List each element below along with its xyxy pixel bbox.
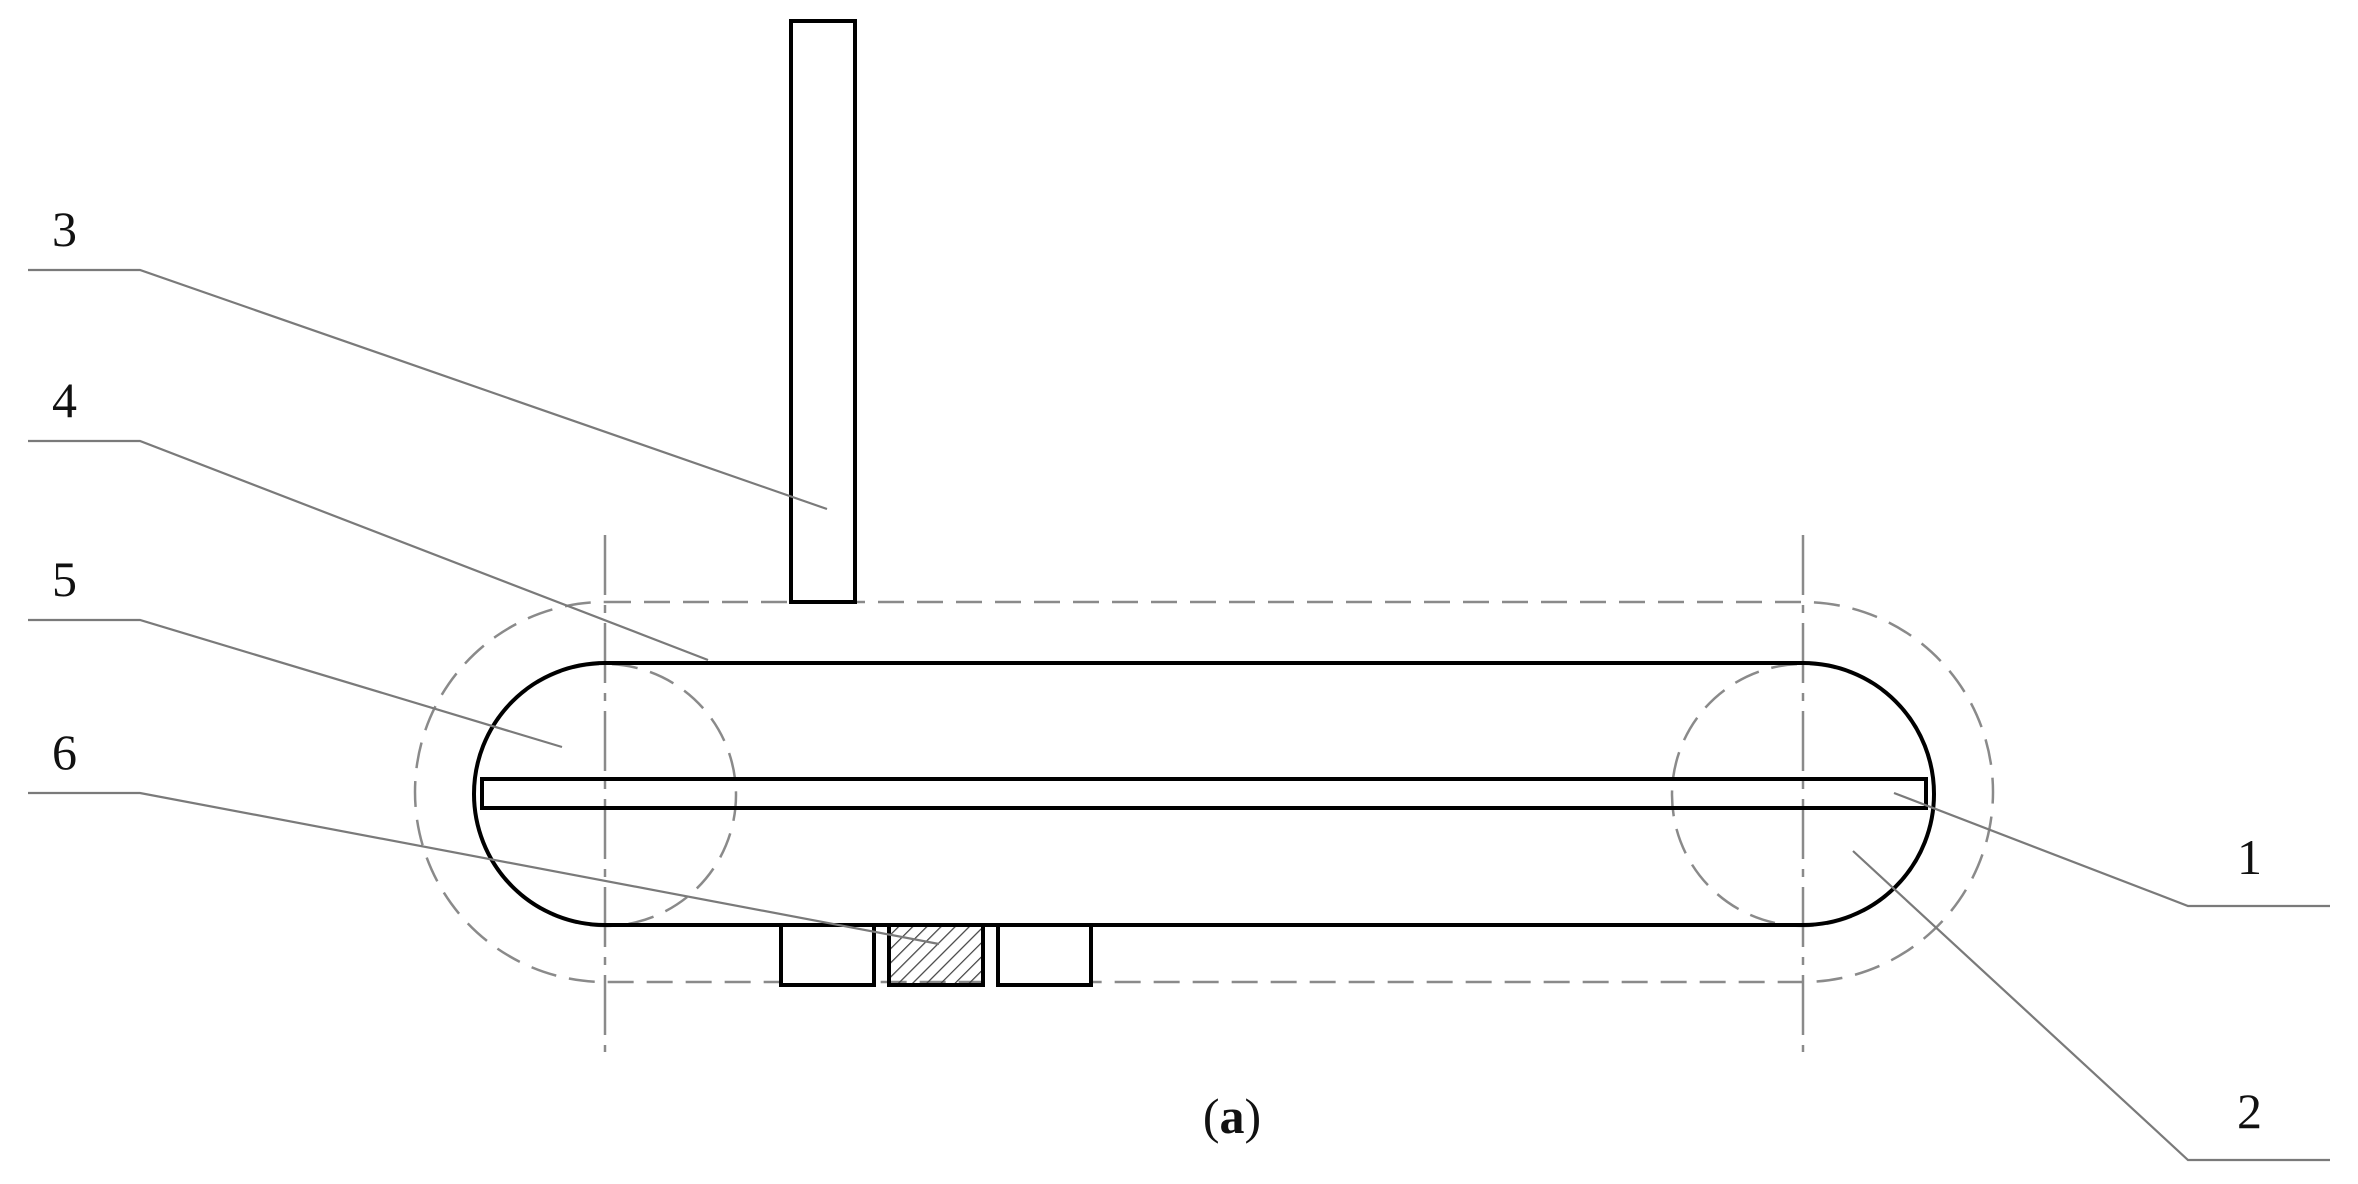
outer-dashed-boundary (413, 600, 1995, 984)
leader-6 (28, 791, 940, 946)
label-3: 3 (52, 201, 77, 257)
block-left (779, 923, 876, 987)
vertical-rod (789, 19, 857, 604)
leader-4 (28, 439, 709, 662)
figure-caption: (a) (1203, 1088, 1261, 1144)
caption-close: ) (1245, 1088, 1262, 1144)
horizontal-plate (480, 777, 1928, 810)
block-hatched (887, 923, 985, 987)
leader-3 (28, 268, 828, 511)
label-4: 4 (52, 372, 77, 428)
leader-1 (1893, 791, 2330, 908)
belt-loop (472, 661, 1936, 927)
caption-letter: a (1220, 1088, 1245, 1144)
block-right (996, 923, 1093, 987)
label-1: 1 (2237, 829, 2262, 885)
label-6: 6 (52, 724, 77, 780)
caption-open: ( (1203, 1088, 1220, 1144)
leader-5 (28, 618, 563, 749)
label-5: 5 (52, 551, 77, 607)
label-2: 2 (2237, 1083, 2262, 1139)
leader-2 (1852, 850, 2330, 1162)
